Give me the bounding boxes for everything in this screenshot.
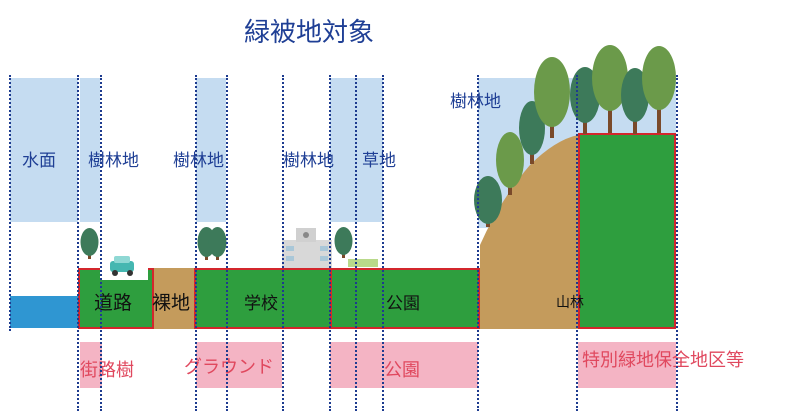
mountain-slope [480,135,578,329]
band-grass [356,78,383,222]
band-park-trees [330,78,356,222]
label-woodland-school: 樹林地 [173,151,224,171]
special-zone-box [578,342,676,388]
park-box [330,342,478,388]
label-bare-land: 裸地 [152,292,191,314]
divider-line [195,75,197,411]
divider-line [576,75,578,411]
label-park-bottom: 公園 [384,360,420,381]
label-grassland: 草地 [362,151,396,171]
school-tree-icon [197,227,227,260]
label-mountain-forest: 山林 [556,295,584,311]
water-surface [10,296,78,328]
school-building-icon [282,228,332,268]
divider-line [9,75,11,331]
label-special-green-zone: 特別緑地保全地区等 [582,350,744,371]
forest-block [578,133,676,329]
label-school: 学校 [244,294,278,314]
mountain-tree-icon [474,45,676,227]
label-woodland-park: 樹林地 [283,151,334,171]
divider-line [282,75,284,411]
divider-line [355,75,357,411]
label-water-surface: 水面 [22,151,56,171]
label-ground: グラウンド [184,357,274,378]
divider-line [226,75,228,411]
divider-line [329,75,331,411]
street-tree-icon [80,228,99,259]
divider-line [477,75,479,411]
grass-patch [348,259,378,267]
park-tree-icon [334,227,353,258]
label-street-trees: 街路樹 [80,360,134,381]
band-water [10,78,78,222]
divider-line [77,75,79,411]
label-woodland-mountain: 樹林地 [450,92,501,112]
divider-line [100,75,102,411]
label-park: 公園 [386,294,420,314]
divider-line [676,75,678,411]
divider-line [382,75,384,411]
car-icon [110,256,134,276]
band-school-trees [196,78,226,222]
band-street-trees [80,78,100,222]
ground-box [196,342,282,388]
diagram-title: 緑被地対象 [244,18,375,48]
label-road: 道路 [94,292,133,314]
label-woodland-street: 樹林地 [88,151,139,171]
street-trees-box [80,342,102,388]
bare-land-strip [154,268,196,329]
